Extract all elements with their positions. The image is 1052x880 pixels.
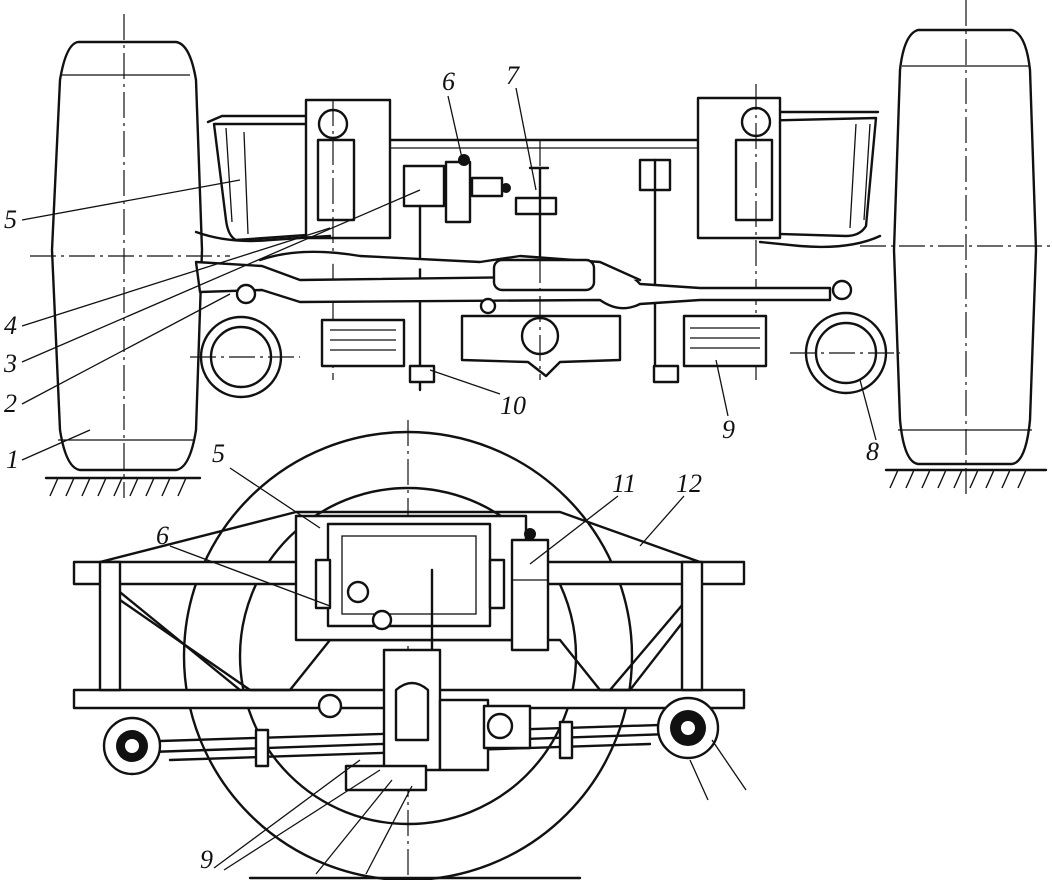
brake-drum-right: [790, 311, 900, 395]
spring-pack-right: [652, 314, 768, 384]
label-side-11: 11: [612, 469, 636, 498]
side-view: [72, 420, 746, 880]
label-top-8: 8: [866, 437, 879, 466]
shock-absorber-side: [510, 528, 550, 652]
label-top-6: 6: [442, 67, 455, 96]
label-side-5: 5: [212, 439, 225, 468]
spring-eye-right: [656, 696, 720, 760]
label-top-7: 7: [506, 61, 520, 90]
label-side-6: 6: [156, 521, 169, 550]
labels: 5 4 3 2 1 6 7 10 9 8 5 6 11 12 9: [3, 61, 879, 874]
leader-lines: [21, 87, 877, 875]
label-top-1: 1: [6, 445, 19, 474]
label-top-3: 3: [3, 349, 17, 378]
ground-right: [884, 468, 1048, 489]
label-top-4: 4: [4, 311, 17, 340]
top-view: [30, 0, 1052, 498]
brake-drum-left: [190, 315, 300, 399]
label-side-12: 12: [676, 469, 702, 498]
label-side-9: 9: [200, 845, 213, 874]
spring-eye-left: [102, 716, 162, 776]
axle-centre: [317, 648, 532, 792]
right-wheel: [860, 0, 1052, 494]
label-top-2: 2: [4, 389, 17, 418]
shock-absorber-right: [696, 84, 782, 380]
ground-left: [44, 476, 202, 497]
spring-pack-left: [320, 318, 436, 384]
differential: [460, 140, 622, 380]
left-wheel: [30, 14, 230, 498]
axle-beam: [194, 230, 882, 315]
air-spring-side: [314, 522, 506, 628]
label-top-9: 9: [722, 415, 735, 444]
label-top-5: 5: [4, 205, 17, 234]
shock-absorber-left: [304, 98, 392, 380]
label-top-10: 10: [500, 391, 526, 420]
